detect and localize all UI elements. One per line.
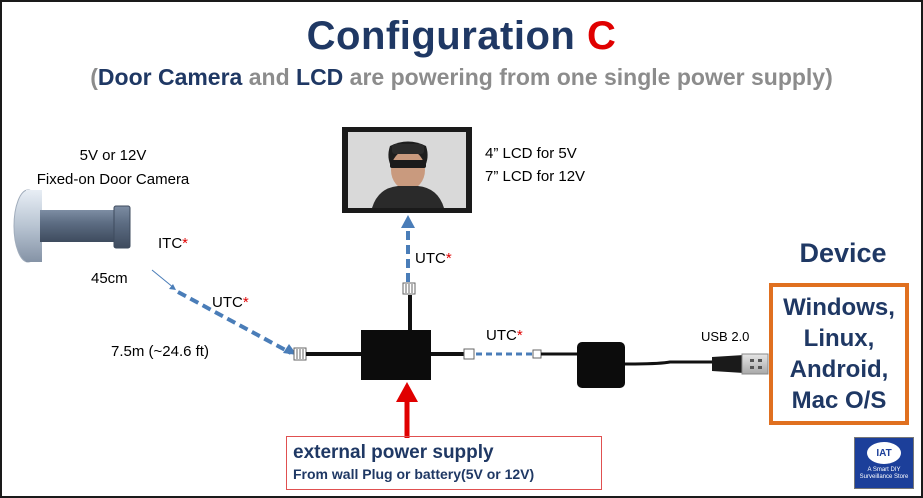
camera-utc-star: * <box>242 294 249 311</box>
page-subtitle: (Door Camera and LCD are powering from o… <box>0 64 923 91</box>
power-supply-title: external power supply <box>293 442 494 463</box>
lcd-utc-label: UTC* <box>415 250 452 267</box>
os-macos: Mac O/S <box>791 387 887 414</box>
cable-length-label: 7.5m (~24.6 ft) <box>111 343 209 360</box>
device-os-box: Windows, Linux, Android, Mac O/S <box>769 283 909 425</box>
os-linux: Linux, <box>803 325 875 352</box>
device-utc-label: UTC* <box>486 327 523 344</box>
camera-voltage-label: 5V or 12V <box>79 147 147 164</box>
lcd-spec-12v: 7” LCD for 12V <box>485 168 586 185</box>
itc-length-label: 45cm <box>91 270 128 287</box>
camera-utc-cable <box>177 290 292 355</box>
os-windows: Windows, <box>783 294 895 321</box>
device-title: Device <box>799 238 887 268</box>
itc-cable <box>151 269 175 289</box>
lcd-utc-star: * <box>445 250 452 267</box>
camera-utc-label: UTC* <box>212 294 249 311</box>
power-arrowhead-icon <box>396 382 418 402</box>
usb-label: USB 2.0 <box>701 329 750 344</box>
device-utc-star: * <box>516 327 523 344</box>
device-hub-connector-icon <box>463 348 475 360</box>
device-utc-text: UTC <box>486 327 517 344</box>
camera-utc-text: UTC <box>212 294 243 311</box>
lcd-spec-5v: 4” LCD for 5V <box>485 145 577 162</box>
itc-label: ITC* <box>158 235 188 252</box>
itc-arrowhead-icon <box>169 284 176 290</box>
subtitle-rest: are powering from one single power suppl… <box>343 64 833 90</box>
usb-cable <box>624 360 716 366</box>
subtitle-lcd: LCD <box>296 64 344 90</box>
door-camera-icon <box>13 189 131 263</box>
title-main: Configuration <box>306 14 587 58</box>
usb-plug-icon <box>712 353 769 375</box>
power-supply-box: external power supply From wall Plug or … <box>286 436 602 490</box>
subtitle-open: ( <box>90 64 98 90</box>
logo-tagline-1: A Smart DIY <box>867 467 901 473</box>
subtitle-camera: Door Camera <box>97 64 243 90</box>
itc-star: * <box>182 235 189 252</box>
usb-converter-box <box>577 342 625 388</box>
logo-name: IAT <box>867 442 901 464</box>
title-accent: C <box>586 14 617 58</box>
lcd-monitor-icon <box>342 127 472 213</box>
itc-text: ITC <box>158 235 183 252</box>
power-supply-subtitle: From wall Plug or battery(5V or 12V) <box>293 466 535 482</box>
device-connector-icon <box>532 349 542 359</box>
hub-box <box>361 330 431 380</box>
camera-type-label: Fixed-on Door Camera <box>36 171 190 188</box>
logo-tagline-2: Surveillance Store <box>859 474 909 480</box>
subtitle-and: and <box>242 64 297 90</box>
os-android: Android, <box>789 356 889 383</box>
lcd-utc-text: UTC <box>415 250 446 267</box>
lcd-cable-arrowhead-icon <box>401 215 415 228</box>
page-title: Configuration C <box>0 14 923 59</box>
